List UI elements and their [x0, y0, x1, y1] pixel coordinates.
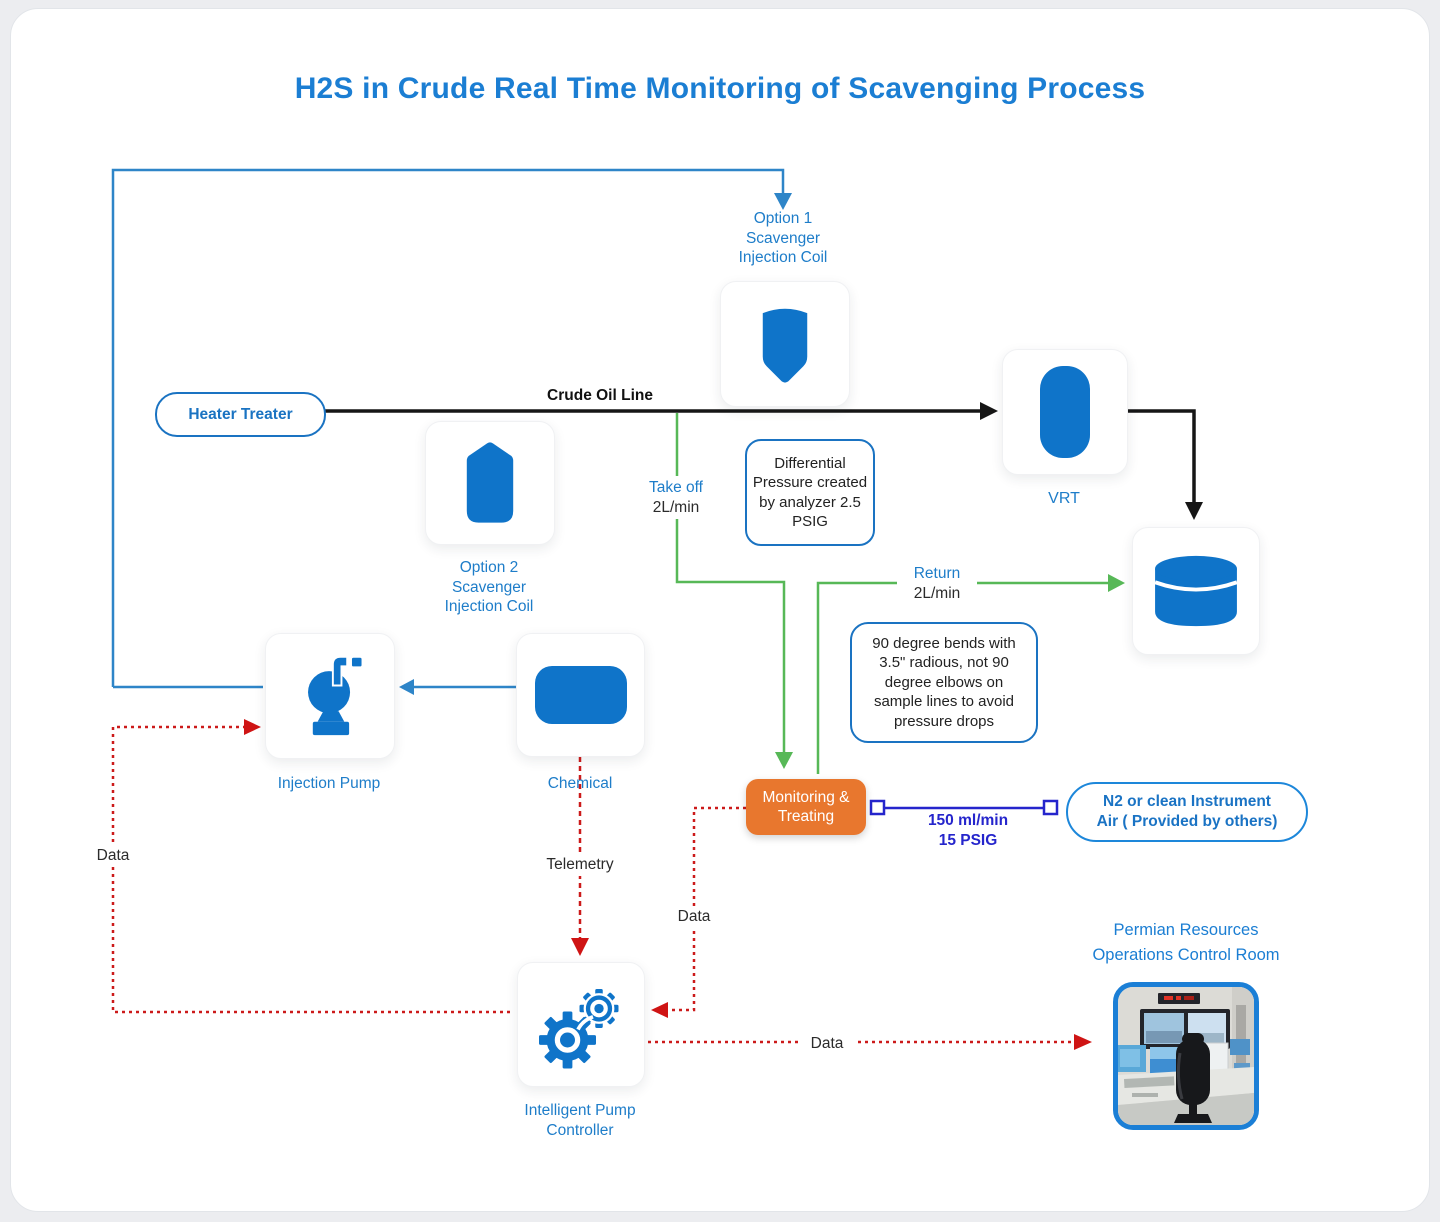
return-rate: 2L/min: [913, 584, 961, 602]
take-off-rate: 2L/min: [652, 498, 700, 516]
gears-icon: [539, 988, 619, 1068]
data-mid-label: Data: [666, 906, 722, 928]
data-left-label: Data: [85, 845, 141, 867]
vrt-node: [1002, 349, 1128, 475]
injection-pump-label: Injection Pump: [277, 775, 381, 792]
take-off-title: Take off: [648, 479, 703, 496]
tank-icon: [1154, 555, 1238, 627]
take-off-label: Take off 2L/min: [636, 476, 716, 519]
chemical-node: [516, 633, 645, 757]
control-room-photo: [1118, 987, 1254, 1125]
pump-icon: [308, 655, 362, 736]
page-title: H2S in Crude Real Time Monitoring of Sca…: [294, 72, 1146, 105]
option2-coil-node: [425, 421, 555, 545]
n2-supply-line: [869, 799, 1059, 816]
pump-to-coil-line: [111, 168, 792, 689]
intelligent-pump-controller-label: Intelligent Pump Controller: [524, 1102, 636, 1139]
heater-treater-label: Heater Treater: [188, 405, 293, 423]
shield-up-icon: [466, 442, 514, 523]
telemetry-label: Telemetry: [533, 854, 627, 876]
vessel-icon: [1040, 366, 1090, 458]
chemical-to-pump-arrow: [399, 679, 516, 695]
n2-rate-label: 150 ml/min 15 PSIG: [927, 812, 1009, 849]
option1-coil-label: Option 1 Scavenger Injection Coil: [738, 210, 828, 266]
option1-coil-node: [720, 281, 850, 407]
intelligent-pump-controller-node: [517, 962, 645, 1087]
return-line-path: [816, 574, 1125, 774]
chemical-label: Chemical: [547, 775, 613, 792]
differential-pressure-note: Differential Pressure created by analyze…: [745, 439, 875, 546]
injection-pump-node: [265, 633, 395, 759]
monitoring-to-controller-data-line: [651, 806, 746, 1018]
option2-coil-label: Option 2 Scavenger Injection Coil: [444, 559, 534, 615]
return-label: Return 2L/min: [897, 563, 977, 604]
control-room-node: [1113, 982, 1259, 1130]
data-bottom-label: Data: [799, 1033, 855, 1055]
monitoring-treating-node: Monitoring & Treating: [746, 779, 866, 835]
n2-supply-node: N2 or clean Instrument Air ( Provided by…: [1066, 782, 1308, 842]
tank-node: [1132, 527, 1260, 655]
controller-to-control-room-data-line: [648, 1034, 1092, 1050]
controller-to-pump-data-line: [111, 719, 510, 1014]
crude-oil-line-label: Crude Oil Line: [547, 387, 653, 404]
control-room-label: Permian Resources Operations Control Roo…: [1092, 921, 1280, 964]
chemical-tank-icon: [534, 666, 627, 724]
return-title: Return: [913, 565, 961, 582]
sample-line-bends-note: 90 degree bends with 3.5" radious, not 9…: [850, 622, 1038, 743]
telemetry-line: [571, 757, 589, 956]
crude-oil-line-path: [322, 402, 1203, 520]
heater-treater-node: Heater Treater: [155, 392, 326, 437]
vrt-label: VRT: [1048, 490, 1080, 507]
shield-down-icon: [762, 308, 808, 383]
